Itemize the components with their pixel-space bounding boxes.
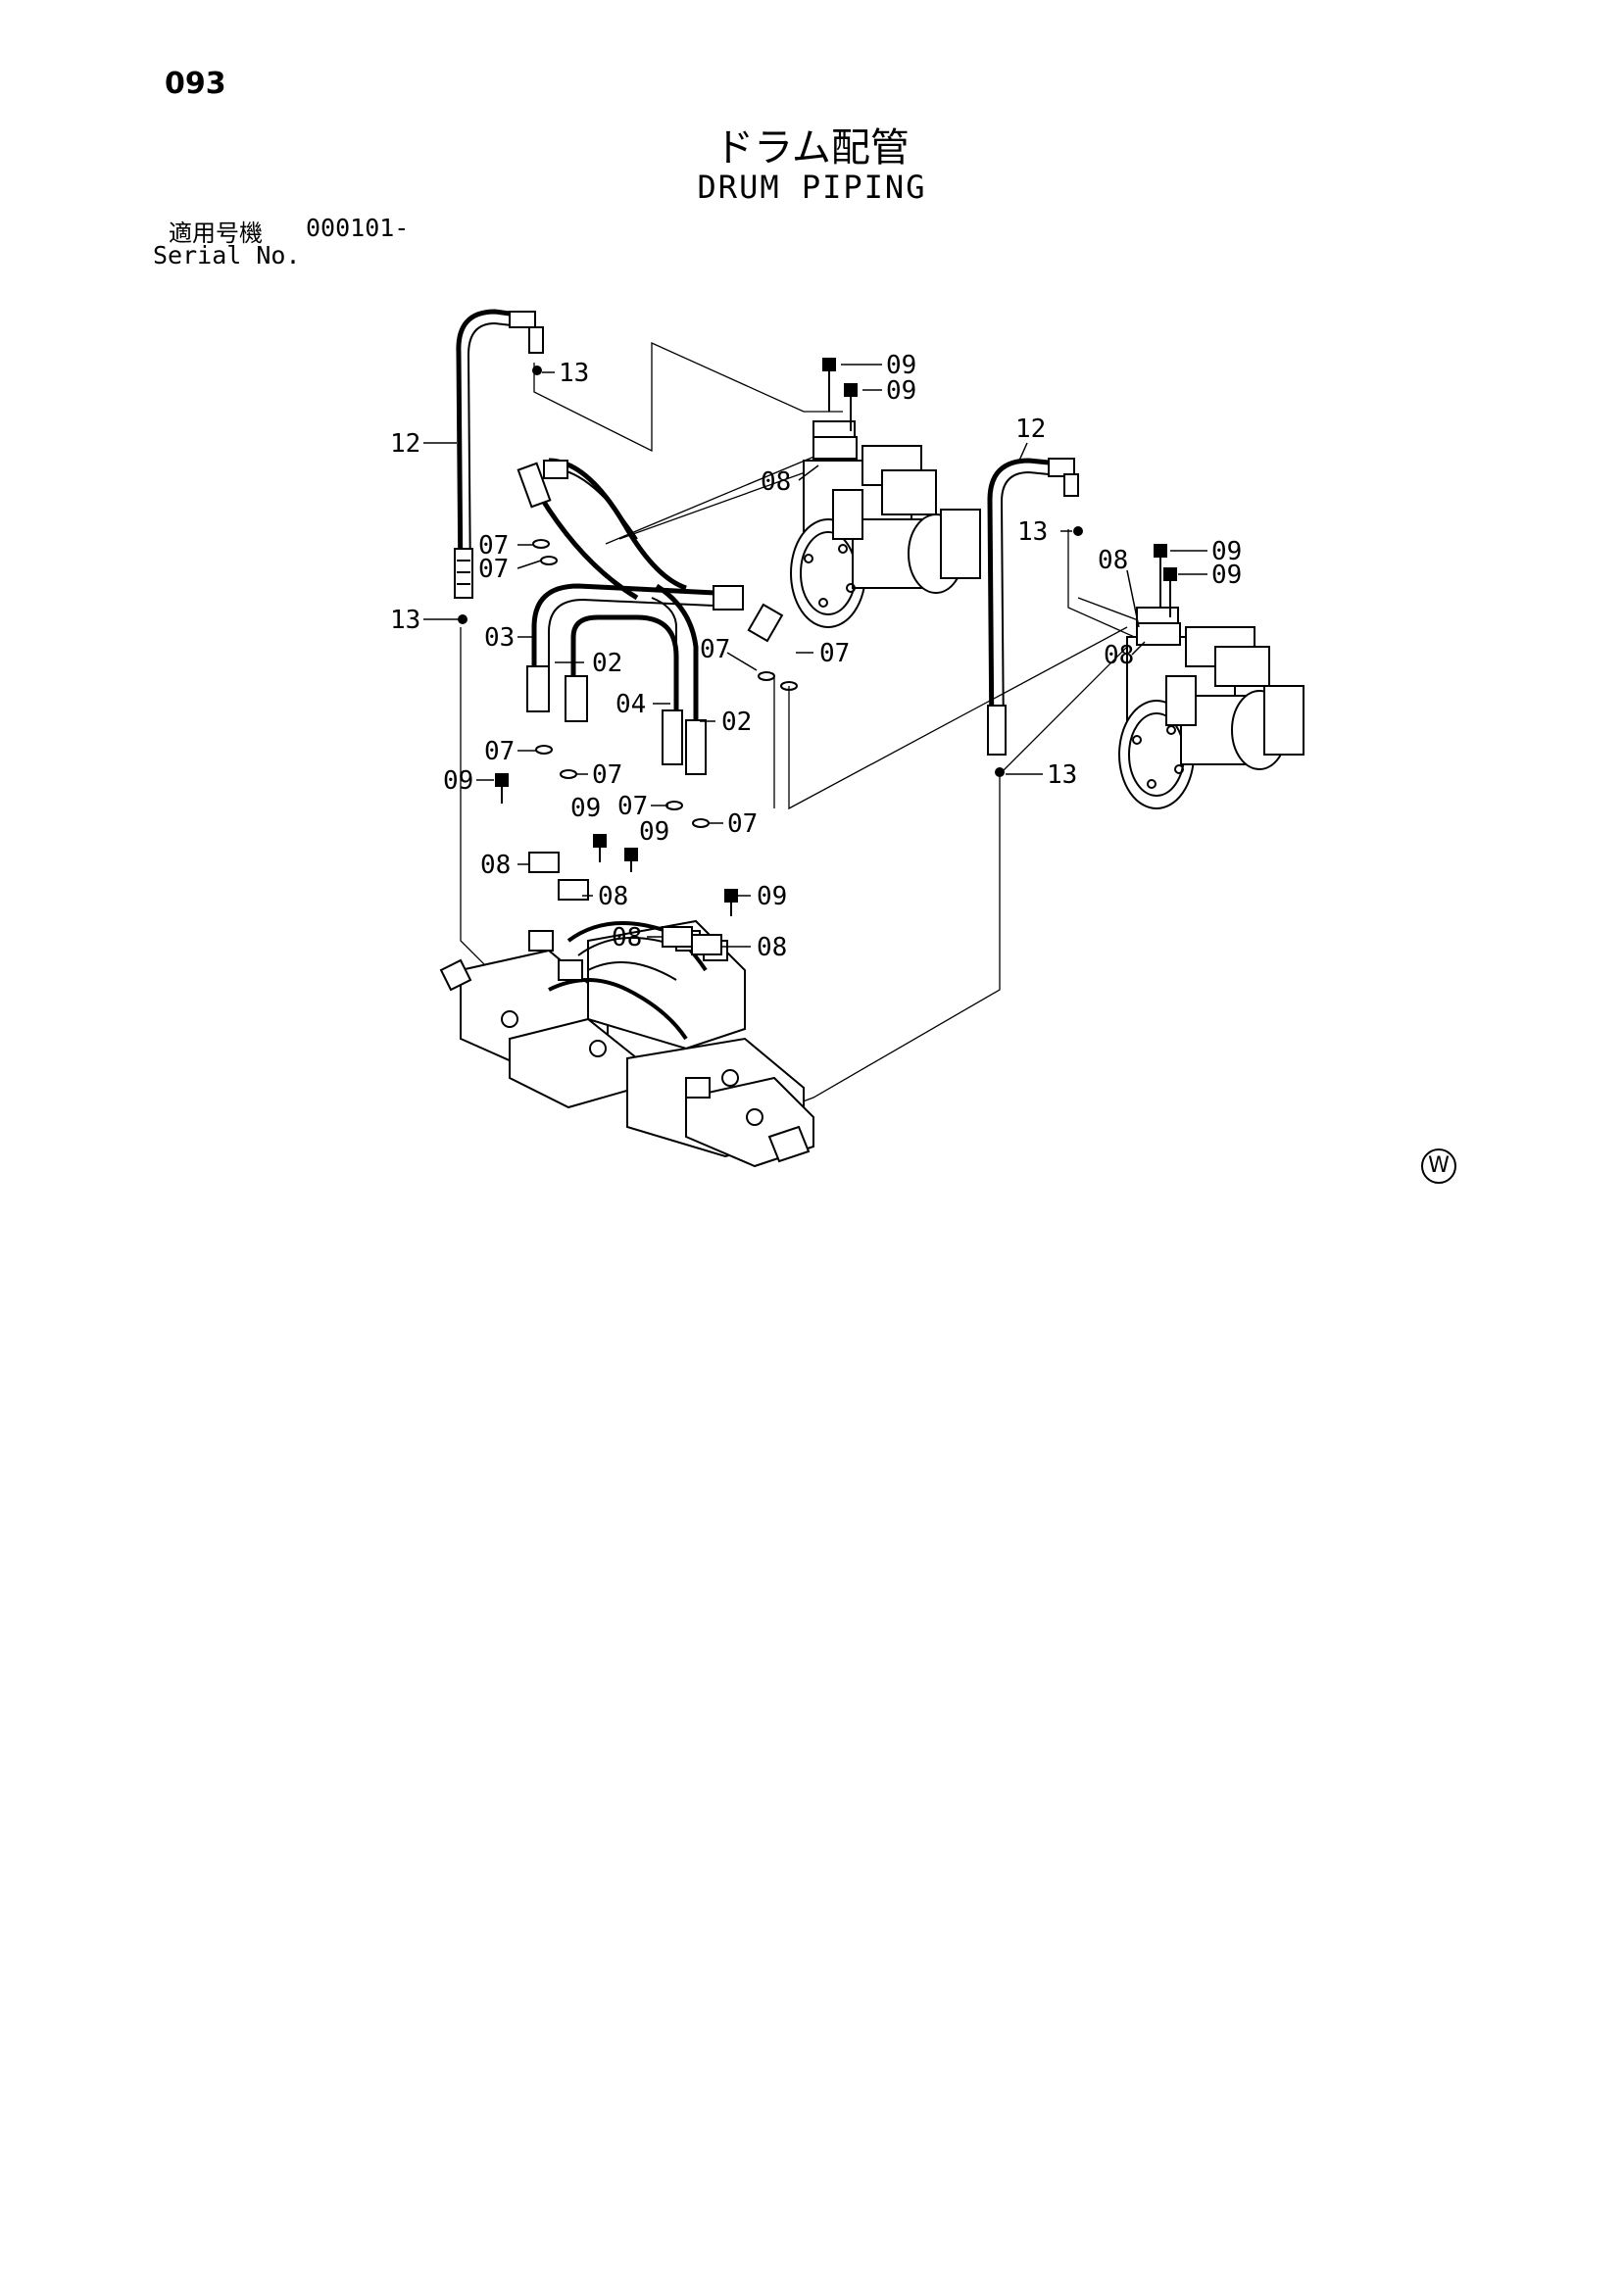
serial-label-japanese: 適用号機	[169, 220, 263, 247]
callout-09: 09	[443, 766, 473, 796]
drum-motor-lower	[1118, 607, 1304, 809]
drum-motor-upper	[790, 420, 981, 628]
callout-08: 08	[757, 933, 787, 962]
callout-03: 03	[484, 623, 515, 653]
callout-07: 07	[478, 531, 509, 561]
callout-08: 08	[612, 923, 642, 953]
callout-07: 07	[478, 555, 509, 584]
callout-09: 09	[886, 351, 916, 380]
page-number: 093	[165, 67, 226, 101]
callout-09: 09	[757, 882, 787, 911]
callout-09: 09	[1211, 537, 1242, 566]
callout-13: 13	[1047, 760, 1077, 790]
callout-08: 08	[598, 882, 628, 911]
callout-09: 09	[1211, 561, 1242, 590]
leader-lines	[423, 364, 1207, 948]
callout-08: 08	[480, 851, 511, 880]
callout-07: 07	[727, 809, 758, 839]
serial-label-english: Serial No.	[153, 241, 301, 269]
callout-13: 13	[1017, 517, 1048, 547]
callout-08: 08	[1098, 546, 1128, 575]
callout-12: 12	[390, 429, 420, 459]
serial-range: 000101-	[306, 214, 410, 242]
hose-bundle	[517, 458, 784, 775]
title-japanese: ドラム配管	[714, 125, 910, 171]
callout-07: 07	[700, 635, 730, 664]
callout-08: 08	[1104, 641, 1134, 670]
callout-09: 09	[639, 817, 669, 847]
hose-12-left	[454, 309, 544, 599]
callout-08: 08	[761, 467, 791, 497]
watermark-logo: W	[1421, 1148, 1456, 1184]
callout-07: 07	[819, 639, 850, 668]
callout-07: 07	[617, 792, 648, 821]
hose-12-right	[987, 458, 1079, 756]
fittings	[458, 358, 1181, 955]
callout-labels: 12 13 13 09 09 08 12 13 13 08 09 09 08 0…	[390, 351, 1242, 962]
callout-07: 07	[592, 760, 622, 790]
callout-13: 13	[390, 606, 420, 635]
callout-04: 04	[615, 690, 646, 719]
callout-09: 09	[570, 794, 601, 823]
callout-02: 02	[592, 649, 622, 678]
callout-02: 02	[721, 708, 752, 737]
callout-09: 09	[886, 376, 916, 406]
callout-07: 07	[484, 737, 515, 766]
callout-13: 13	[559, 359, 589, 388]
callout-12: 12	[1015, 415, 1046, 444]
title-english: DRUM PIPING	[697, 169, 927, 206]
